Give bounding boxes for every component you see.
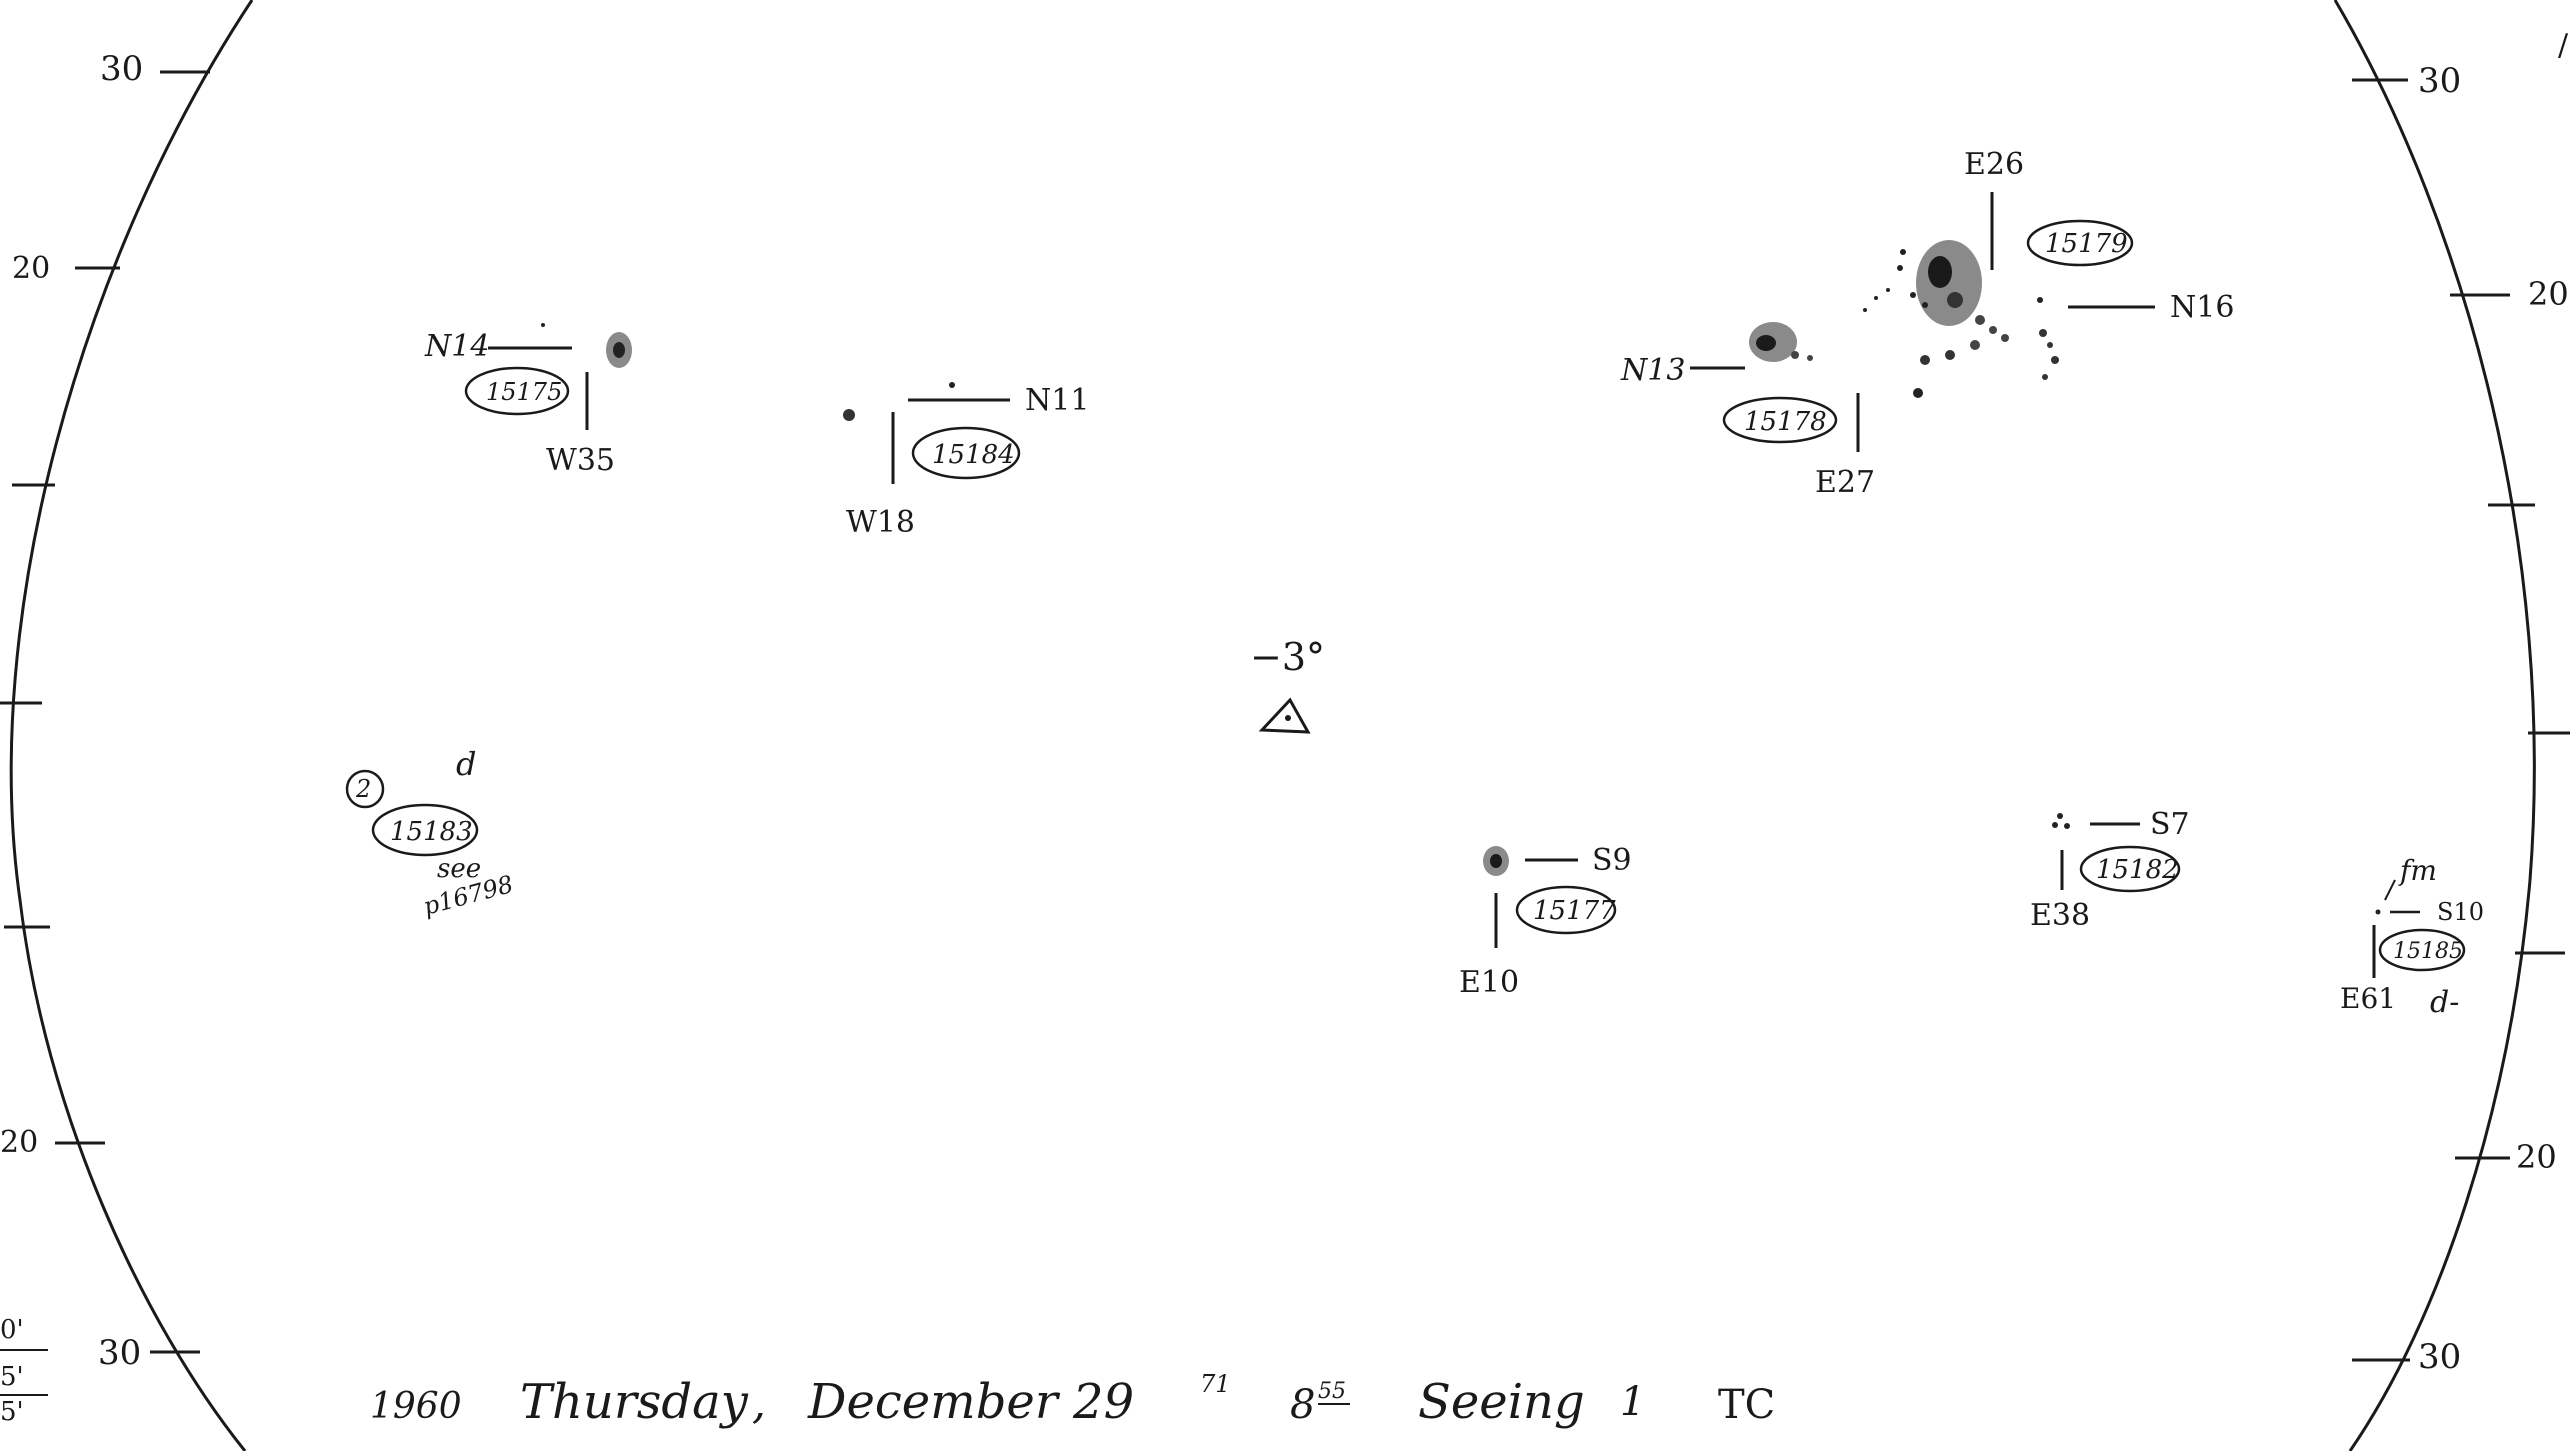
sunspot <box>1916 240 1982 326</box>
region-number: 15182 <box>2096 855 2179 885</box>
region-latitude: S10 <box>2437 898 2484 926</box>
svg-text:5': 5' <box>0 1397 24 1427</box>
region-15178: N13 15178 E27 <box>1620 322 1875 500</box>
lat-label-left-30-top: 30 <box>100 49 143 89</box>
footer-year: 1960 <box>370 1386 462 1427</box>
region-latitude: N11 <box>1025 383 1089 418</box>
region-number-oval <box>911 426 1021 480</box>
region-latitude: N16 <box>2170 290 2234 325</box>
region-number-oval <box>1515 885 1617 935</box>
region-15177: S9 15177 E10 <box>1459 843 1632 1000</box>
region-number-oval <box>464 366 570 416</box>
lat-label-left-20-top: 20 <box>12 251 50 286</box>
svg-text:5': 5' <box>0 1362 24 1392</box>
footer-date: December 29 <box>807 1374 1134 1430</box>
solar-limb-left <box>9 0 254 1451</box>
lat-label-left-30-bottom: 30 <box>98 1333 141 1373</box>
right-latitude-scale: 30 20 20 30 / <box>2352 28 2570 1377</box>
region-number-oval <box>2026 219 2134 267</box>
region-number: 15175 <box>486 378 562 406</box>
circled-number: 2 <box>355 775 371 803</box>
region-15185: fm S10 15185 E61 d- <box>2340 854 2484 1020</box>
disk-center: −3° <box>1250 635 1325 734</box>
region-number-oval <box>1722 396 1838 444</box>
region-latitude: S7 <box>2150 807 2190 842</box>
region-15175: N14 15175 W35 <box>424 323 632 478</box>
lat-label-right-30-top: 30 <box>2418 61 2461 101</box>
footer-observer: TC <box>1718 1382 1775 1428</box>
footer-time: 8 <box>1290 1382 1315 1428</box>
region-longitude: W35 <box>546 443 615 478</box>
center-label: −3° <box>1250 635 1325 679</box>
region-longitude: E10 <box>1459 965 1519 1000</box>
region-note-d: d- <box>2430 985 2459 1020</box>
footer-date-sup: 71 <box>1200 1370 1231 1398</box>
region-number-oval <box>2079 845 2181 893</box>
region-number: 15185 <box>2393 939 2463 964</box>
region-longitude: E61 <box>2340 982 2396 1015</box>
footer-weekday: Thursday <box>520 1374 749 1430</box>
lat-label-left-20-bottom: 20 <box>0 1125 38 1160</box>
region-15182: S7 15182 E38 <box>2030 807 2190 933</box>
region-number: 15183 <box>390 817 473 847</box>
solar-limb-right <box>2333 0 2536 1451</box>
margin-mark: / <box>2558 28 2569 63</box>
region-latitude: N13 <box>1620 353 1685 388</box>
lat-label-right-30-bottom: 30 <box>2418 1337 2461 1377</box>
region-15184: N11 15184 W18 <box>843 382 1089 540</box>
region-latitude: S9 <box>1592 843 1632 878</box>
region-note-fm: fm <box>2398 854 2437 887</box>
region-15179: E26 15179 N16 <box>1863 147 2234 398</box>
region-number: 15179 <box>2045 229 2128 259</box>
region-number-oval <box>371 803 479 857</box>
region-note: see <box>437 854 481 884</box>
region-number: 15184 <box>932 440 1015 470</box>
sunspot <box>2375 909 2381 915</box>
region-longitude: E38 <box>2030 898 2090 933</box>
region-latitude: N14 <box>424 329 489 364</box>
svg-text:0': 0' <box>0 1315 24 1345</box>
region-latitude: d <box>456 745 476 783</box>
sunspot <box>843 409 855 421</box>
lat-label-right-20-bottom: 20 <box>2516 1138 2557 1176</box>
sunspot <box>2057 813 2063 819</box>
region-15183: 2 d 15183 see p16798 <box>345 745 516 921</box>
lat-label-right-20-top: 20 <box>2528 275 2569 313</box>
center-triangle-icon <box>1258 697 1311 734</box>
region-longitude: E26 <box>1964 147 2024 182</box>
svg-text:,: , <box>752 1378 766 1429</box>
footer-seeing-label: Seeing <box>1418 1374 1585 1430</box>
region-longitude: W18 <box>846 505 915 540</box>
region-number: 15178 <box>1744 407 1827 437</box>
region-longitude: E27 <box>1815 465 1875 500</box>
observation-footer: 1960 Thursday , December 29 71 8 55 Seei… <box>370 1370 1775 1430</box>
region-number: 15177 <box>1533 896 1616 926</box>
circled-mark <box>345 769 385 809</box>
footer-seeing-value: 1 <box>1620 1379 1645 1425</box>
region-number-oval <box>2378 928 2466 972</box>
margin-notes: 0' 5' 5' <box>0 1315 48 1427</box>
left-latitude-scale: 30 20 20 30 <box>0 49 210 1373</box>
footer-time-sup: 55 <box>1318 1379 1346 1404</box>
